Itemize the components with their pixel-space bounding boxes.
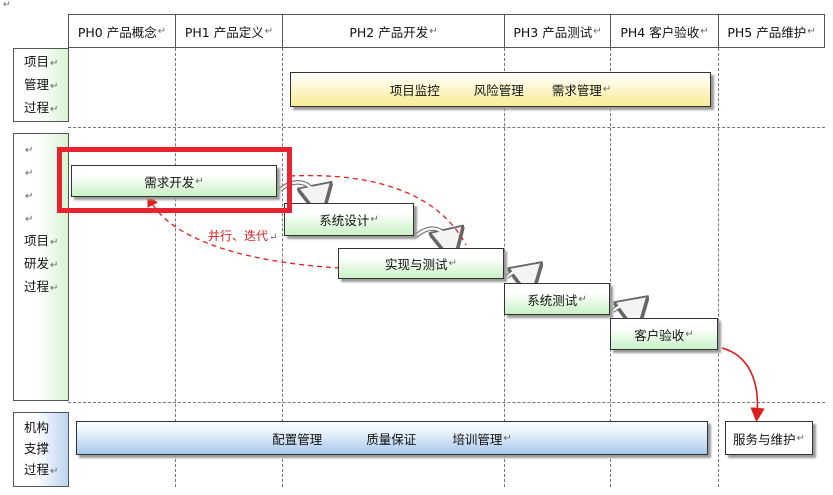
corner-return-mark: ↵ [3, 0, 11, 10]
phase-header-ph2: PH2 产品开发↵ [282, 14, 504, 48]
connector-curve [612, 304, 636, 317]
step-customer-acceptance: 客户验收↵ [610, 318, 718, 350]
highlight-box [57, 147, 292, 213]
grid-line-h [68, 402, 825, 403]
grid-line-v [504, 48, 505, 487]
iteration-label: 并行、迭代↵ [208, 229, 278, 243]
step-system-design: 系统设计↵ [284, 203, 414, 236]
connector-curve [279, 181, 320, 203]
grid-line-v [282, 48, 283, 487]
iteration-arrow [289, 174, 467, 246]
grid-line-h [68, 127, 825, 128]
management-box: 项目监控 风险管理 需求管理↵ [290, 72, 711, 107]
iteration-arrow [147, 194, 341, 269]
phase-header-ph4: PH4 客户验收↵ [610, 14, 718, 48]
connector-curve [415, 227, 452, 247]
connector-curve [506, 270, 530, 283]
step-system-test: 系统测试↵ [504, 283, 610, 315]
grid-line-v [610, 48, 611, 487]
row-label-support: 机构 支撑 过程↵ [13, 412, 69, 487]
phase-header-ph1: PH1 产品定义↵ [175, 14, 282, 48]
service-arrow [721, 347, 765, 423]
row-label-management: 项目↵ 管理↵ 过程↵ [13, 48, 69, 122]
grid-line-v [175, 48, 176, 487]
step-requirements-development: 需求开发↵ [71, 165, 277, 197]
phase-header-ph3: PH3 产品测试↵ [504, 14, 610, 48]
step-implementation-test: 实现与测试↵ [338, 248, 504, 279]
phase-header-ph0: PH0 产品概念↵ [68, 14, 175, 48]
phase-header-ph5: PH5 产品维护↵ [718, 14, 825, 48]
support-box: 配置管理 质量保证 培训管理↵ [76, 421, 708, 455]
service-box: 服务与维护↵ [725, 421, 813, 455]
grid-line-v [718, 48, 719, 487]
